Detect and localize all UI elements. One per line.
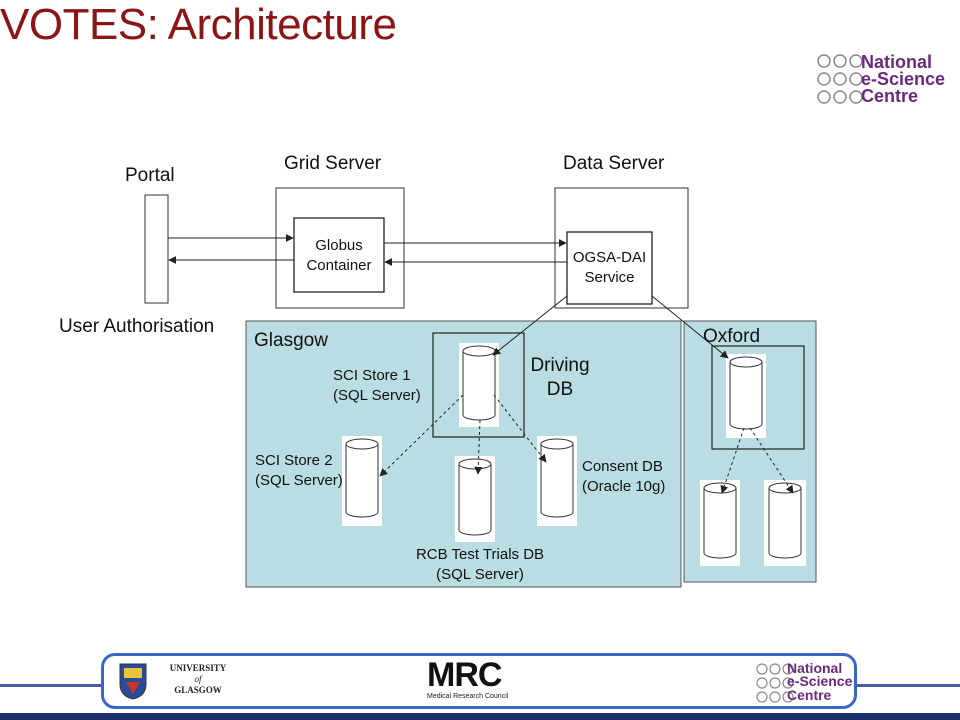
- oxford-inner-box: [711, 345, 805, 450]
- consent-db-label: Consent DB(Oracle 10g): [582, 458, 666, 495]
- glasgow-label: Glasgow: [254, 330, 328, 351]
- dash-driving-to-consent: [493, 394, 547, 463]
- nesc-line2: e-Science: [861, 69, 946, 90]
- nesc-footer-circles-icon: [756, 663, 794, 703]
- sci-store-2-cylinder: [345, 444, 379, 518]
- footer-bar: [0, 713, 960, 720]
- sci-store-2-label: SCI Store 2(SQL Server): [255, 452, 343, 489]
- sci-store-1-label: SCI Store 1(SQL Server): [333, 367, 421, 404]
- oxford-top-cylinder: [729, 362, 763, 430]
- glasgow-crest-icon: [119, 663, 147, 700]
- nesc-circles-icon: [817, 54, 863, 104]
- user-authorisation-label: User Authorisation: [59, 316, 215, 337]
- footer-rule-left: [0, 684, 103, 687]
- portal-box: [144, 194, 169, 304]
- mrc-subtitle: Medical Research Council: [427, 693, 509, 700]
- driving-db-box: [432, 332, 525, 438]
- footer-logos: UNIVERSITY of GLASGOW MRC Medical Resear…: [101, 653, 857, 709]
- data-server-label: Data Server: [563, 153, 665, 174]
- page-title: VOTES: Architecture: [0, 0, 397, 49]
- grid-server-label: Grid Server: [284, 153, 382, 174]
- oxford-left-cylinder: [703, 488, 737, 559]
- portal-label: Portal: [125, 165, 175, 186]
- glasgow-wordmark: UNIVERSITY of GLASGOW: [169, 663, 227, 695]
- nesc-line1: National: [861, 52, 933, 72]
- driving-db-cylinder: [462, 351, 496, 421]
- arrow-ogsa-to-oxford: [651, 295, 729, 359]
- consent-db-cylinder: [540, 444, 574, 518]
- footer-rule-right: [857, 684, 960, 687]
- dash-driving-to-sci2: [379, 394, 464, 477]
- mrc-logo: MRC: [427, 656, 502, 694]
- nesc-line3: Centre: [861, 86, 919, 107]
- rcb-db-label: RCB Test Trials DB(SQL Server): [415, 546, 545, 583]
- ogsa-dai-box: [566, 231, 653, 305]
- rcb-cylinder: [458, 464, 492, 536]
- arrow-ogsa-to-glasgow: [492, 295, 568, 356]
- oxford-label: Oxford: [703, 326, 761, 347]
- nesc-footer-wordmark: National e-Science Centre: [787, 660, 853, 703]
- nesc-logo: National e-Science Centre: [815, 50, 955, 110]
- globus-container-box: [293, 217, 385, 293]
- oxford-right-cylinder: [768, 488, 802, 559]
- dash-oxford-to-right: [749, 427, 794, 494]
